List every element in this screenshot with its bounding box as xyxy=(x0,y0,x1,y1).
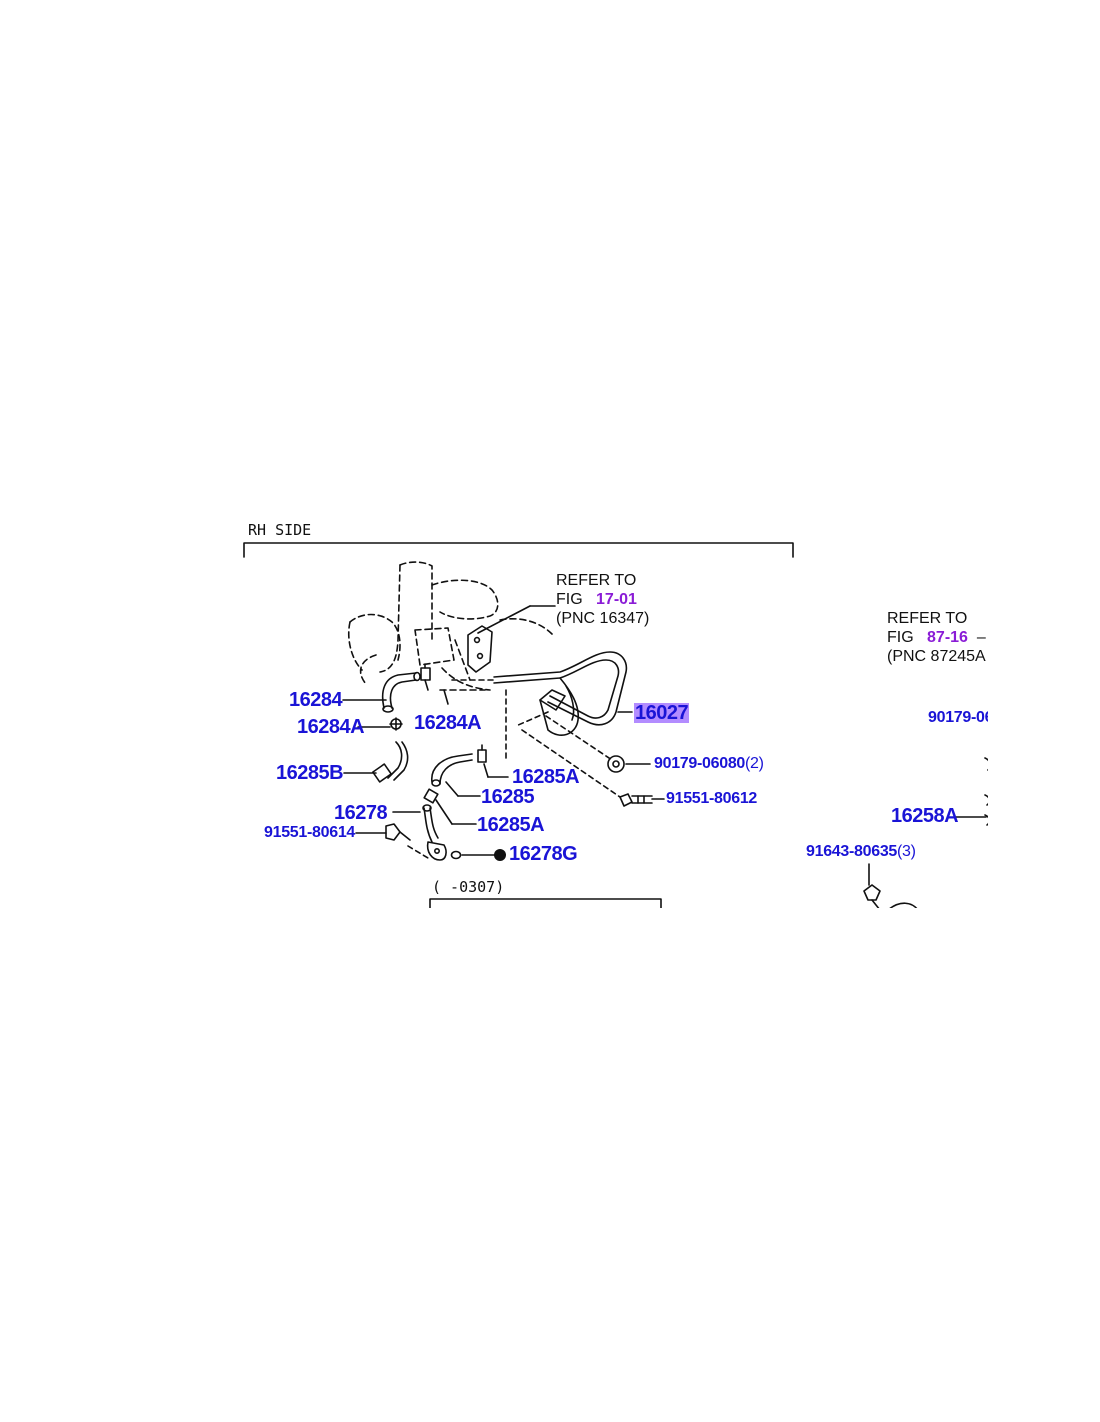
hose-16285 xyxy=(431,753,473,785)
fig-dash: – xyxy=(976,629,986,646)
right-crop-mask xyxy=(988,560,1100,930)
part-16258A[interactable]: 16258A xyxy=(891,805,959,827)
refer-note-2-pnc: (PNC 87245A xyxy=(887,648,986,665)
gasket-16278G xyxy=(450,850,462,860)
part-16285B[interactable]: 16285B xyxy=(276,762,344,784)
refer-note-2-line1: REFER TO xyxy=(887,610,968,627)
refer-note-2-fig: FIG 87-16 – xyxy=(887,630,986,646)
fig-link-87-16[interactable]: 87-16 xyxy=(927,629,968,646)
leader-lines xyxy=(342,689,987,886)
part-90179-06080[interactable]: 90179-06080(2) xyxy=(654,756,764,772)
part-16285A-upper[interactable]: 16285A xyxy=(512,766,580,788)
part-16284A-right[interactable]: 16284A xyxy=(414,712,482,734)
hose-16284 xyxy=(381,672,417,709)
part-90179-06-cut[interactable]: 90179-06 xyxy=(928,709,994,726)
refer-note-1-fig: FIG 17-01 xyxy=(556,592,637,608)
bottom-crop-mask xyxy=(0,908,1100,948)
bolt-91551-80614 xyxy=(385,823,411,841)
part-16284A-left[interactable]: 16284A xyxy=(297,716,365,738)
nut-90179-06080 xyxy=(607,755,625,773)
quantity: (2) xyxy=(745,755,764,772)
fig-link-17-01[interactable]: 17-01 xyxy=(596,591,637,608)
part-16284[interactable]: 16284 xyxy=(289,689,343,711)
rh-side-frame xyxy=(243,542,794,558)
refer-note-1-line1: REFER TO xyxy=(556,572,637,589)
bolt-91643-80635 xyxy=(863,884,919,911)
part-number: 90179-06080 xyxy=(654,755,746,772)
bypass-pipe xyxy=(493,651,628,736)
union-16285B xyxy=(372,741,409,783)
engine-outline xyxy=(347,561,553,691)
part-91643-80635[interactable]: 91643-80635(3) xyxy=(806,844,916,860)
part-16278[interactable]: 16278 xyxy=(334,802,388,824)
part-16285A-lower[interactable]: 16285A xyxy=(477,814,545,836)
part-16278G[interactable]: 16278G xyxy=(509,843,578,865)
clamp-16284A-left xyxy=(389,717,403,731)
clamp-16285A-upper xyxy=(477,744,487,763)
flange-plate xyxy=(467,625,493,673)
pipe-leaders xyxy=(407,679,621,859)
part-16027[interactable]: 16027 xyxy=(634,702,690,724)
refer-note-1-pnc: (PNC 16347) xyxy=(556,610,650,627)
part-91551-80614[interactable]: 91551-80614 xyxy=(264,824,356,841)
part-16285[interactable]: 16285 xyxy=(481,786,535,808)
quantity: (3) xyxy=(897,843,916,860)
part-91551-80612[interactable]: 91551-80612 xyxy=(666,790,758,807)
fig-prefix: FIG xyxy=(556,591,583,608)
section-label: RH SIDE xyxy=(248,521,312,539)
pipe-16278 xyxy=(422,788,447,861)
part-number: 91643-80635 xyxy=(806,843,898,860)
fig-prefix: FIG xyxy=(887,629,914,646)
range-frame xyxy=(429,898,662,911)
clamp-16284A-top xyxy=(420,663,431,691)
range-label: ( -0307) xyxy=(432,878,505,896)
bolt-91551-80612 xyxy=(619,793,653,807)
